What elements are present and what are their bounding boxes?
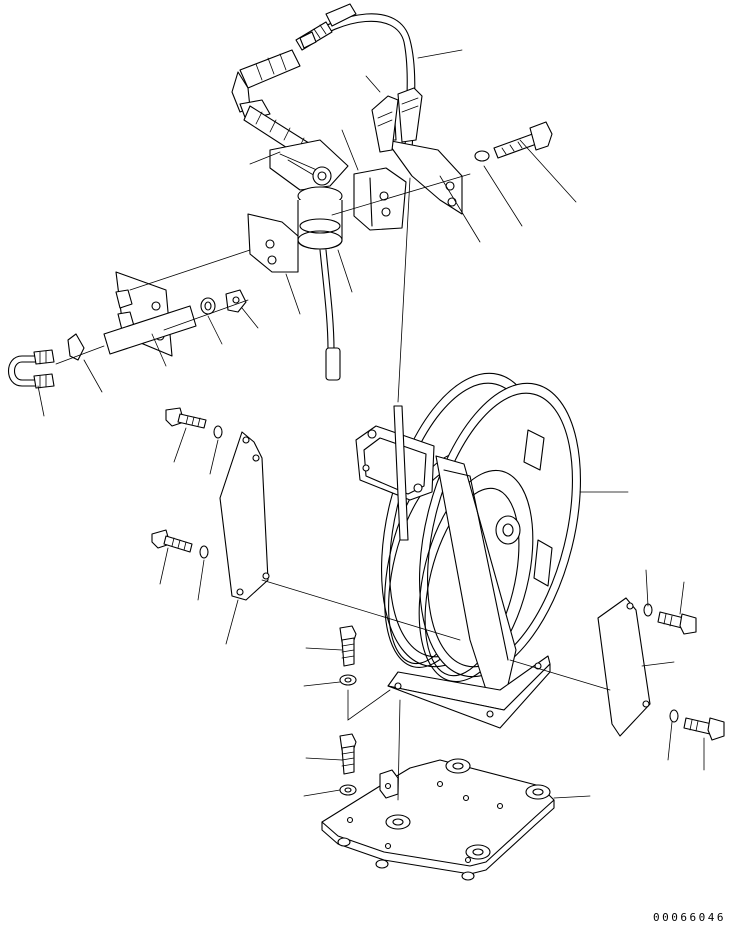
- rubber-block: [353, 167, 407, 231]
- clamp-piece: [67, 333, 85, 361]
- assembly-centerlines: [55, 173, 611, 801]
- callout-leader-lines: [37, 49, 705, 799]
- bolt-washer-right: [474, 121, 553, 162]
- bolt-lower-left: [151, 529, 193, 553]
- swivel-elbow-fitting: [231, 49, 301, 121]
- bolt-base-lower: [339, 733, 357, 775]
- washer-upper-left: [213, 425, 223, 439]
- drawing-number: 00066046: [653, 911, 726, 924]
- bolt-lower-right: [669, 709, 725, 741]
- reel-stand: [387, 455, 551, 729]
- washer-lower-left: [199, 545, 209, 559]
- square-nut: [379, 769, 399, 799]
- collar-clamp: [297, 186, 343, 381]
- washer-and-nut-left: [200, 289, 247, 315]
- hose-assembly: [295, 3, 416, 151]
- hose-nozzle: [243, 105, 349, 191]
- hose-guide: [355, 405, 435, 541]
- valve-handles: [371, 87, 423, 153]
- washer-base-lower: [339, 784, 357, 796]
- spacer-shim: [103, 305, 197, 355]
- bolt-upper-right: [643, 603, 697, 635]
- side-bracket-right: [597, 597, 651, 737]
- bolt-base-upper: [339, 625, 357, 667]
- washer-base-upper: [339, 674, 357, 686]
- bolt-upper-left: [165, 407, 207, 429]
- side-bracket-left: [219, 431, 270, 601]
- base-plate: [321, 758, 555, 881]
- guide-bracket-plate: [247, 213, 299, 273]
- u-bolt: [8, 349, 55, 389]
